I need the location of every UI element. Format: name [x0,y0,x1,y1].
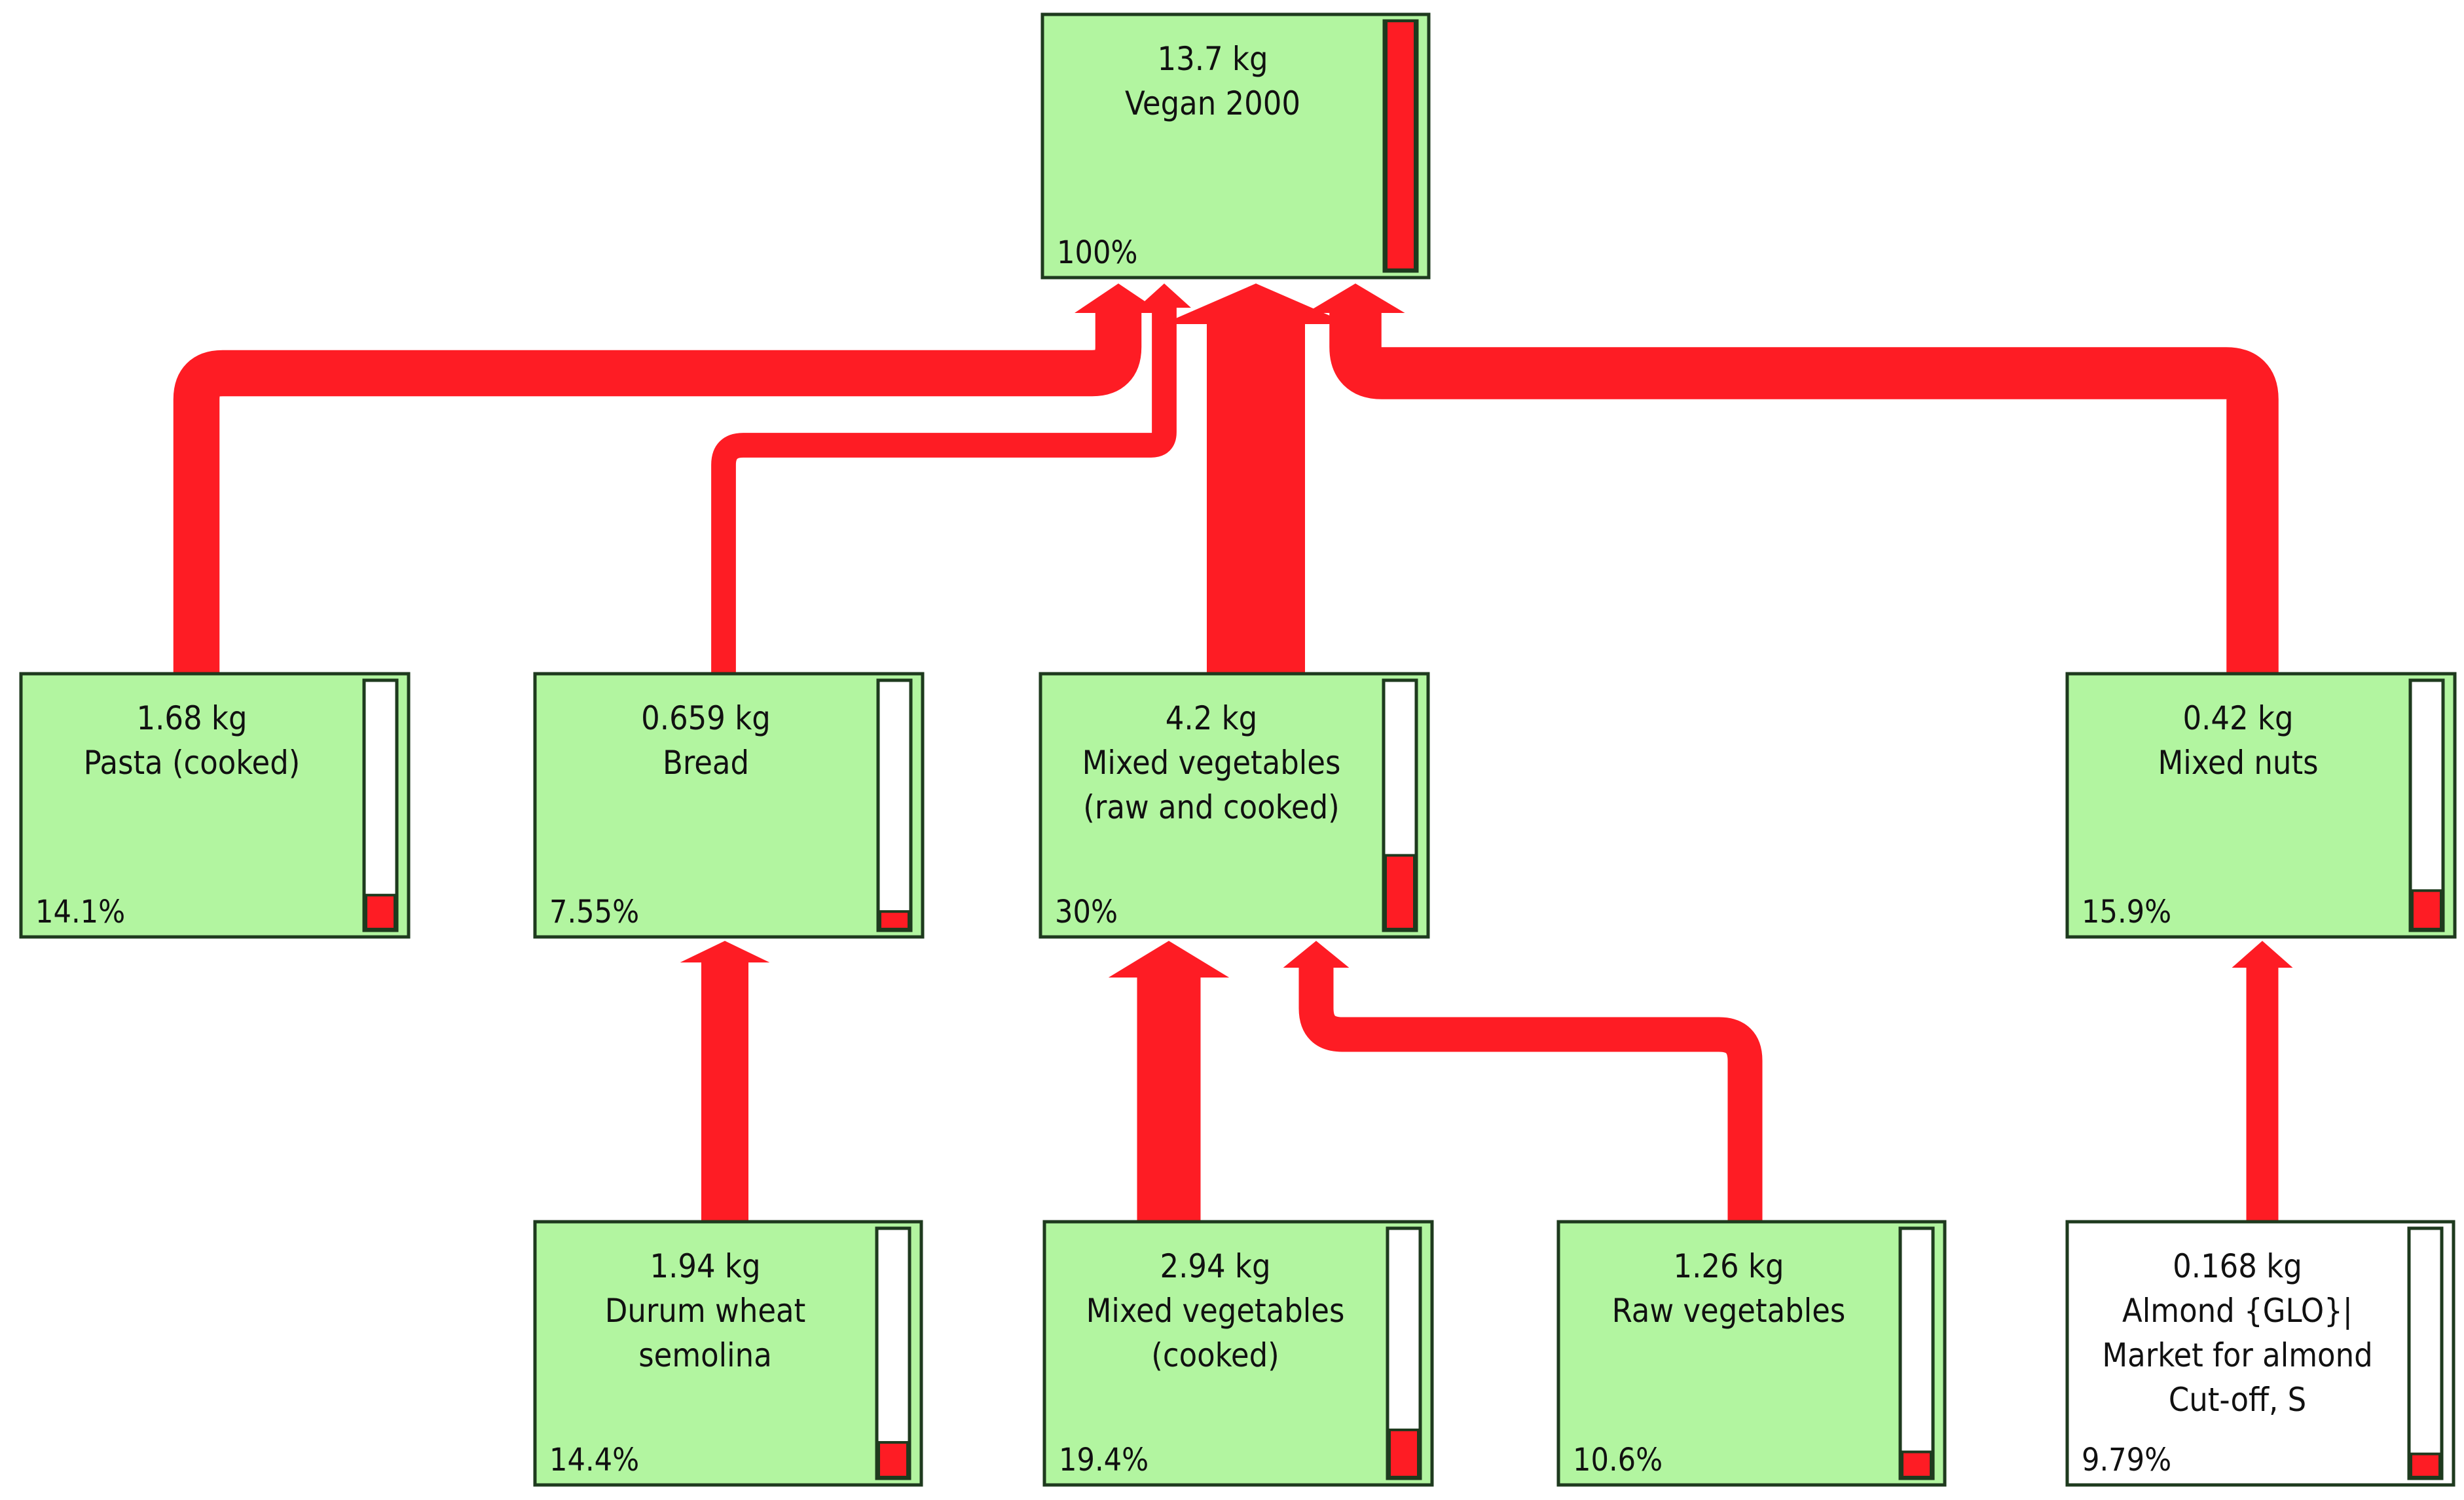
node-amount: 0.42 kg [2182,699,2293,737]
node-label-line: Bread [663,744,749,782]
node-label-line: (raw and cooked) [1083,788,1339,826]
arrow-head-icon [680,941,770,962]
contribution-bar-frame [362,678,399,932]
node-box [533,672,925,939]
node-box [1040,12,1431,280]
arrow-head-icon [2232,941,2293,968]
node-box [533,1220,923,1487]
contribution-bar-fill [879,910,910,931]
arrow-head-icon [1137,284,1191,308]
node-amount: 1.68 kg [136,699,247,737]
process-node-nuts[interactable]: 0.42 kg Mixed nuts 15.9% [2065,672,2457,939]
nodes-layer: 13.7 kg Vegan 2000 100% 1.68 kg Pasta (cooke… [19,12,2457,1487]
flow-bread-to-vegan [711,284,1191,674]
arrow-head-icon [1108,941,1230,978]
node-percent: 19.4% [1059,1442,1149,1478]
flow-band [711,308,1177,674]
arrow-head-icon [1283,941,1350,968]
node-box [1042,1220,1434,1487]
process-node-durum[interactable]: 1.94 kg Durum wheat semolina 14.4% [533,1220,923,1487]
flows-layer [173,284,2293,1222]
contribution-bar-fill [1385,20,1416,271]
node-amount: 13.7 kg [1157,40,1268,78]
contribution-bar-frame [2408,678,2445,932]
flow-band [1298,968,1763,1222]
node-percent: 100% [1057,234,1137,271]
contribution-bar-fill [2410,1452,2441,1479]
contribution-bar-fill [1901,1450,1932,1479]
flow-raw-to-mixveg [1283,941,1763,1222]
flow-durum-to-bread [680,941,770,1222]
node-box [2065,672,2457,939]
process-node-cooked[interactable]: 2.94 kg Mixed vegetables (cooked) 19.4% [1042,1220,1434,1487]
node-label-line: Mixed vegetables [1082,744,1341,782]
node-amount: 0.659 kg [641,699,771,737]
contribution-bar-fill [2411,889,2442,930]
node-amount: 2.94 kg [1160,1247,1270,1285]
node-amount: 4.2 kg [1166,699,1257,737]
node-amount: 0.168 kg [2173,1247,2302,1285]
contribution-bar-frame [875,1226,911,1480]
node-label-line: Market for almond [2102,1336,2372,1374]
process-node-bread[interactable]: 0.659 kg Bread 7.55% [533,672,925,939]
node-percent: 14.1% [35,894,125,930]
node-percent: 10.6% [1573,1442,1663,1478]
flow-pasta-to-vegan [173,284,1162,674]
flow-band [173,313,1142,674]
node-label-line: Mixed nuts [2158,744,2318,782]
contribution-bar-frame [1898,1226,1935,1480]
node-box [2065,1220,2455,1487]
node-label-line: Pasta (cooked) [84,744,301,782]
node-amount: 1.26 kg [1673,1247,1784,1285]
node-percent: 30% [1055,894,1118,930]
node-label-line: Mixed vegetables [1086,1292,1345,1330]
contribution-bar-fill [877,1440,909,1478]
arrow-head-icon [1162,284,1350,324]
contribution-bar-frame [2407,1226,2444,1480]
node-label-line: Durum wheat [605,1292,805,1330]
contribution-bar-fill [1388,1428,1420,1479]
contribution-bar-frame [876,678,913,932]
node-percent: 15.9% [2082,894,2171,930]
node-label-line: Cut-off, S [2169,1381,2306,1419]
process-node-mixveg[interactable]: 4.2 kg Mixed vegetables (raw and cooked) 30… [1039,672,1430,939]
node-box [19,672,411,939]
node-amount: 1.94 kg [650,1247,760,1285]
node-percent: 14.4% [549,1442,639,1478]
contribution-bar-fill [1384,854,1416,931]
node-box [1556,1220,1947,1487]
arrow-head-icon [1306,284,1405,313]
process-node-pasta[interactable]: 1.68 kg Pasta (cooked) 14.1% [19,672,411,939]
node-percent: 7.55% [549,894,639,930]
node-label-line: Almond {GLO}| [2122,1292,2353,1330]
node-label-line: (cooked) [1151,1336,1279,1374]
flow-nuts-to-vegan [1306,284,2279,674]
node-label-line: Raw vegetables [1612,1292,1846,1330]
process-node-almond[interactable]: 0.168 kg Almond {GLO}| Market for almondCu… [2065,1220,2455,1487]
flow-band [1329,313,2279,674]
process-node-vegan[interactable]: 13.7 kg Vegan 2000 100% [1040,12,1431,280]
node-label-line: semolina [638,1336,772,1374]
node-box [1039,672,1430,939]
flow-mixveg-to-vegan [1162,284,1350,674]
flow-cooked-to-mixveg [1108,941,1230,1222]
node-label-line: Vegan 2000 [1125,84,1300,122]
flow-almond-to-nuts [2232,941,2293,1222]
contribution-bar-fill [365,894,396,930]
node-percent: 9.79% [2082,1442,2171,1478]
process-node-raw[interactable]: 1.26 kg Raw vegetables 10.6% [1556,1220,1947,1487]
